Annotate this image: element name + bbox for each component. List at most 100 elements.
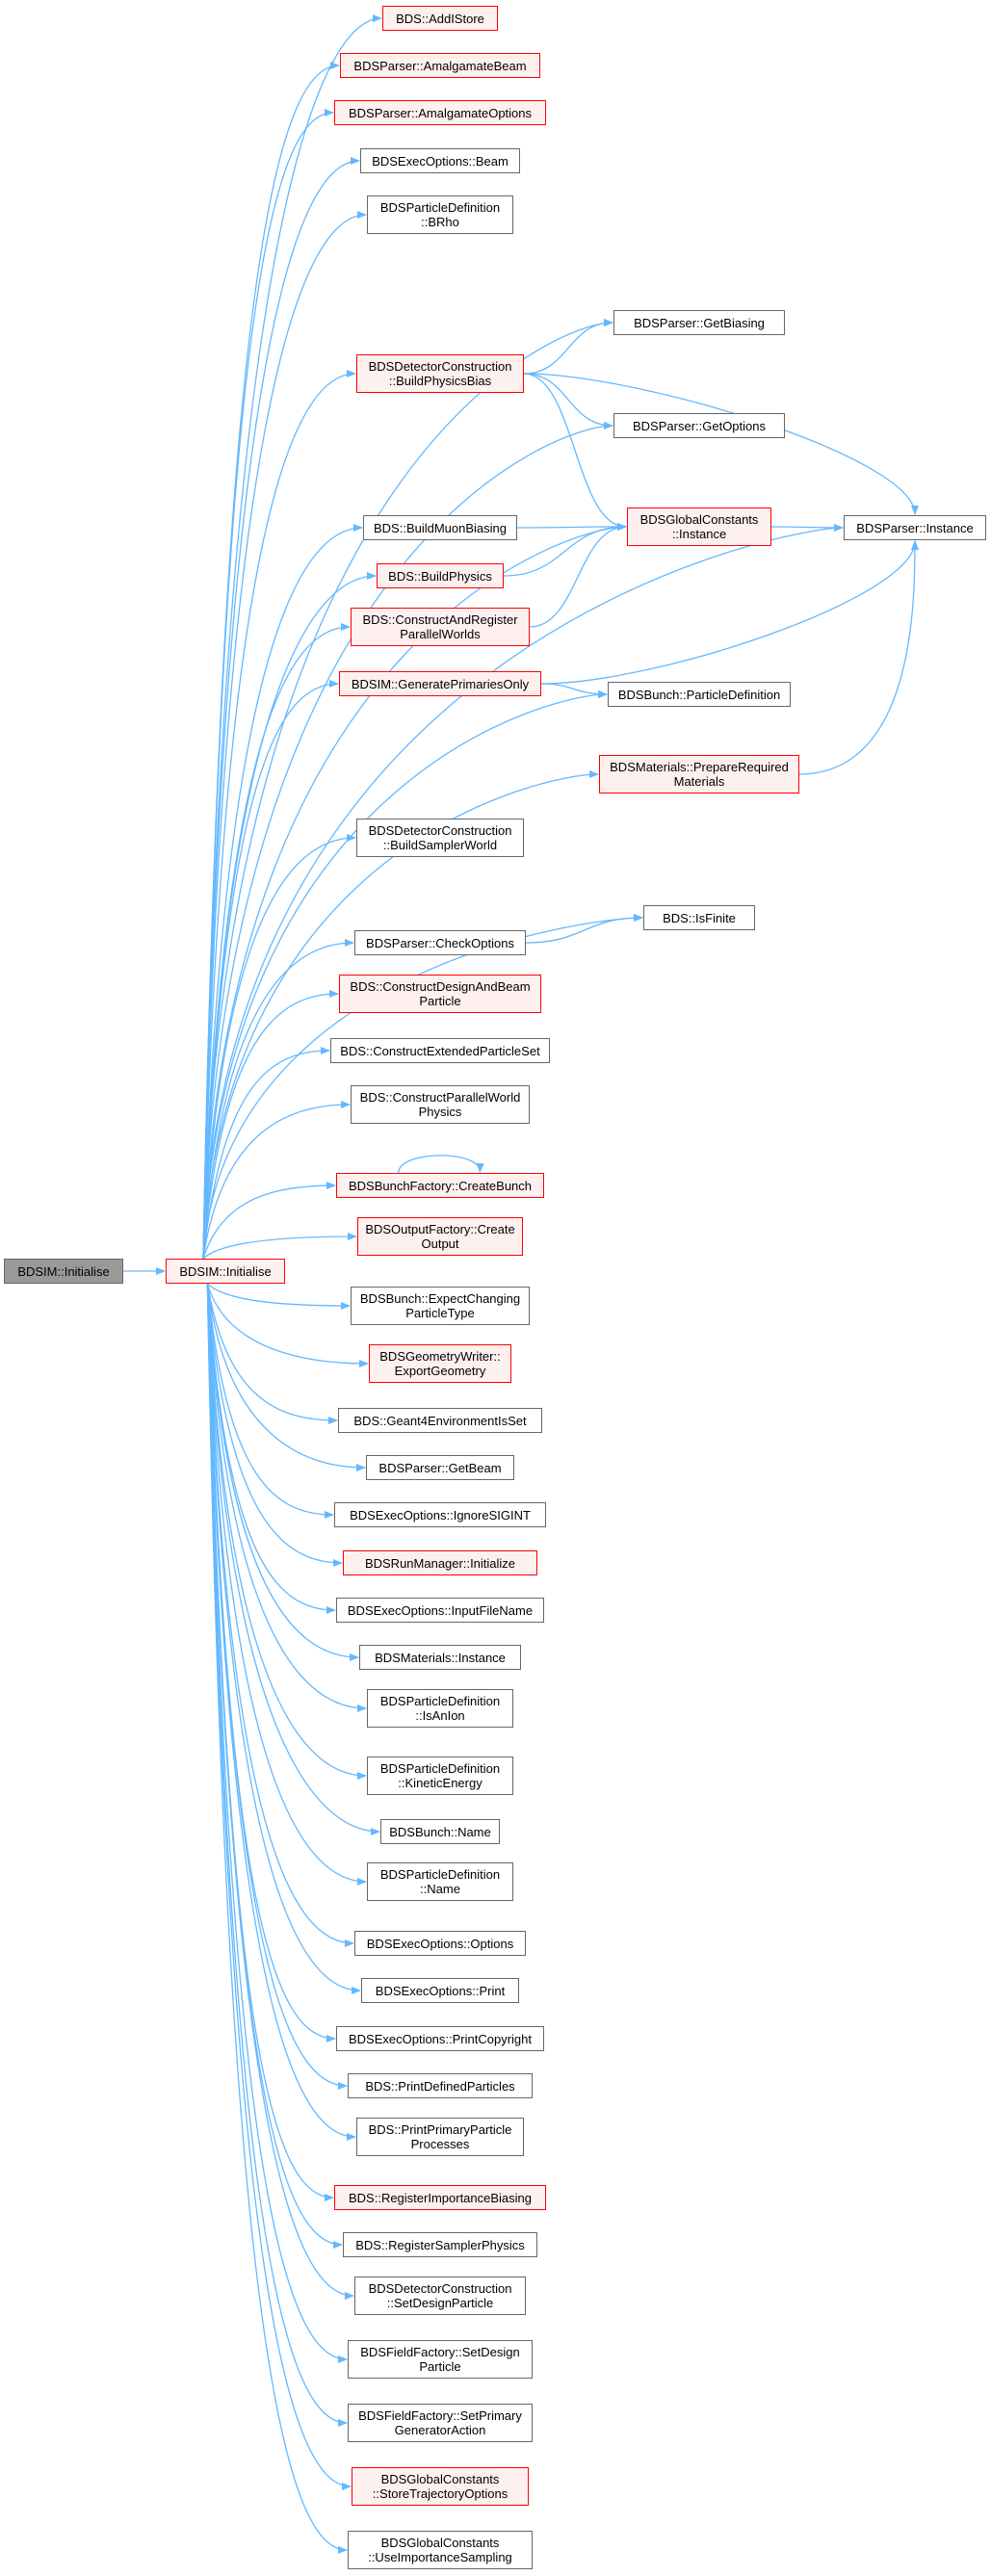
node-getbeam[interactable]: BDSParser::GetBeam bbox=[366, 1455, 514, 1480]
node-label: BDSOutputFactory::Create bbox=[365, 1222, 515, 1236]
node-label: ::BuildPhysicsBias bbox=[388, 374, 492, 388]
node-execprint[interactable]: BDSExecOptions::Print bbox=[361, 1978, 519, 2003]
edge-init-to-expectchanging bbox=[206, 1283, 351, 1310]
node-execoptions[interactable]: BDSExecOptions::Options bbox=[354, 1931, 526, 1956]
node-label: BDSIM::Initialise bbox=[17, 1263, 110, 1279]
node-label: ::SetDesignParticle bbox=[386, 2296, 494, 2310]
node-buildphysics[interactable]: BDS::BuildPhysics bbox=[377, 563, 504, 588]
node-label: BDSGlobalConstants bbox=[639, 512, 759, 527]
node-regimportance[interactable]: BDS::RegisterImportanceBiasing bbox=[334, 2185, 546, 2210]
node-constructext[interactable]: BDS::ConstructExtendedParticleSet bbox=[330, 1038, 550, 1063]
node-label: ::BuildSamplerWorld bbox=[382, 838, 498, 852]
node-parserinstance[interactable]: BDSParser::Instance bbox=[844, 515, 986, 540]
edge-init-to-createbunch bbox=[202, 1182, 336, 1260]
node-label: BDSIM::GeneratePrimariesOnly bbox=[351, 676, 530, 691]
edge-init-to-prepmat bbox=[202, 770, 599, 1260]
node-label: BDS::ConstructAndRegister bbox=[362, 612, 518, 627]
node-printcopy[interactable]: BDSExecOptions::PrintCopyright bbox=[336, 2026, 544, 2051]
node-isfinite[interactable]: BDS::IsFinite bbox=[643, 905, 755, 930]
node-label: BDSParser::Instance bbox=[856, 520, 974, 535]
node-matinstance[interactable]: BDSMaterials::Instance bbox=[359, 1645, 521, 1670]
edge-init-to-printdefined bbox=[206, 1283, 348, 2090]
edge-init-to-constructdesign bbox=[202, 990, 339, 1260]
edge-init-to-createoutput bbox=[202, 1233, 357, 1260]
node-label: BDSFieldFactory::SetDesign bbox=[360, 2345, 520, 2359]
node-runmgrinit[interactable]: BDSRunManager::Initialize bbox=[343, 1550, 537, 1575]
node-label: BDSDetectorConstruction bbox=[368, 823, 512, 838]
edge-init-to-isanion bbox=[206, 1283, 367, 1712]
edge-checkopt-to-isfinite bbox=[525, 914, 643, 944]
node-label: BDSExecOptions::Beam bbox=[372, 153, 509, 169]
edge-init-to-checkopt bbox=[202, 939, 354, 1260]
node-label: ::UseImportanceSampling bbox=[368, 2550, 512, 2564]
node-getbiasing[interactable]: BDSParser::GetBiasing bbox=[613, 310, 785, 335]
node-label: Physics bbox=[418, 1105, 462, 1119]
node-label: BDSMaterials::PrepareRequired bbox=[610, 760, 789, 774]
node-geant4env[interactable]: BDS::Geant4EnvironmentIsSet bbox=[338, 1408, 542, 1433]
node-bunchpdef[interactable]: BDSBunch::ParticleDefinition bbox=[608, 682, 791, 707]
node-label: ParallelWorlds bbox=[400, 627, 481, 641]
edge-init-to-gcinstance bbox=[202, 523, 627, 1260]
node-label: BDSParser::GetBeam bbox=[378, 1460, 502, 1475]
node-label: BDS::IsFinite bbox=[663, 910, 736, 925]
node-label: Processes bbox=[410, 2137, 470, 2151]
node-exportgeom[interactable]: BDSGeometryWriter::ExportGeometry bbox=[369, 1344, 511, 1383]
node-setdesignpart[interactable]: BDSDetectorConstruction::SetDesignPartic… bbox=[354, 2277, 526, 2315]
node-execbeam[interactable]: BDSExecOptions::Beam bbox=[360, 148, 520, 173]
node-label: BDS::ConstructParallelWorld bbox=[359, 1090, 521, 1105]
node-label: BDSParser::GetBiasing bbox=[634, 315, 765, 330]
node-init[interactable]: BDSIM::Initialise bbox=[166, 1259, 285, 1284]
node-label: ::IsAnIon bbox=[415, 1708, 465, 1723]
edge-init-to-execoptions bbox=[206, 1283, 354, 1947]
node-genprim[interactable]: BDSIM::GeneratePrimariesOnly bbox=[339, 671, 541, 696]
node-regsampler[interactable]: BDS::RegisterSamplerPhysics bbox=[343, 2232, 537, 2257]
edge-init-to-bunchname bbox=[206, 1283, 380, 1835]
edge-init-to-buildmuon bbox=[202, 524, 363, 1260]
edge-init-to-addlstore bbox=[202, 14, 382, 1260]
node-bunchname[interactable]: BDSBunch::Name bbox=[380, 1819, 500, 1844]
edge-genprim-to-bunchpdef bbox=[540, 683, 608, 698]
node-printdefined[interactable]: BDS::PrintDefinedParticles bbox=[348, 2073, 533, 2098]
node-addlstore[interactable]: BDS::AddIStore bbox=[382, 6, 498, 31]
edge-buildphysbias-to-parserinstance bbox=[523, 373, 919, 515]
node-getoptions[interactable]: BDSParser::GetOptions bbox=[613, 413, 785, 438]
node-label: BDSExecOptions::Print bbox=[375, 1983, 506, 1998]
edge-genprim-to-parserinstance bbox=[540, 540, 919, 685]
node-buildphysbias[interactable]: BDSDetectorConstruction::BuildPhysicsBia… bbox=[356, 354, 524, 393]
edge-init-to-setdesignpart bbox=[206, 1283, 354, 2300]
node-storetraj[interactable]: BDSGlobalConstants::StoreTrajectoryOptio… bbox=[352, 2467, 529, 2506]
edge-init-to-constructpwphys bbox=[202, 1101, 351, 1260]
edge-init-to-fieldsetdesign bbox=[206, 1283, 348, 2363]
node-label: BDSFieldFactory::SetPrimary bbox=[358, 2408, 522, 2423]
node-createbunch[interactable]: BDSBunchFactory::CreateBunch bbox=[336, 1173, 544, 1198]
node-kinetic[interactable]: BDSParticleDefinition::KineticEnergy bbox=[367, 1756, 513, 1795]
node-brho[interactable]: BDSParticleDefinition::BRho bbox=[367, 195, 513, 234]
node-isanion[interactable]: BDSParticleDefinition::IsAnIon bbox=[367, 1689, 513, 1728]
edge-init-to-runmgrinit bbox=[206, 1283, 343, 1567]
node-checkopt[interactable]: BDSParser::CheckOptions bbox=[354, 930, 526, 955]
node-label: ::Name bbox=[420, 1882, 460, 1896]
node-gcinstance[interactable]: BDSGlobalConstants::Instance bbox=[627, 507, 771, 546]
node-buildmuon[interactable]: BDS::BuildMuonBiasing bbox=[363, 515, 517, 540]
node-ignoresig[interactable]: BDSExecOptions::IgnoreSIGINT bbox=[334, 1502, 546, 1527]
edge-init-to-parserinstance bbox=[202, 524, 844, 1260]
node-buildsampler[interactable]: BDSDetectorConstruction::BuildSamplerWor… bbox=[356, 819, 524, 857]
node-amalgbeam[interactable]: BDSParser::AmalgamateBeam bbox=[340, 53, 540, 78]
edge-buildphysbias-to-getoptions bbox=[523, 373, 613, 429]
node-useimportance[interactable]: BDSGlobalConstants::UseImportanceSamplin… bbox=[348, 2531, 533, 2569]
node-label: BDSParser::AmalgamateBeam bbox=[353, 58, 527, 73]
node-inputfile[interactable]: BDSExecOptions::InputFileName bbox=[336, 1598, 544, 1623]
node-pdefname[interactable]: BDSParticleDefinition::Name bbox=[367, 1862, 513, 1901]
node-amalgopt[interactable]: BDSParser::AmalgamateOptions bbox=[334, 100, 546, 125]
edge-init-to-constructext bbox=[202, 1047, 330, 1260]
node-label: BDSDetectorConstruction bbox=[368, 2281, 512, 2296]
